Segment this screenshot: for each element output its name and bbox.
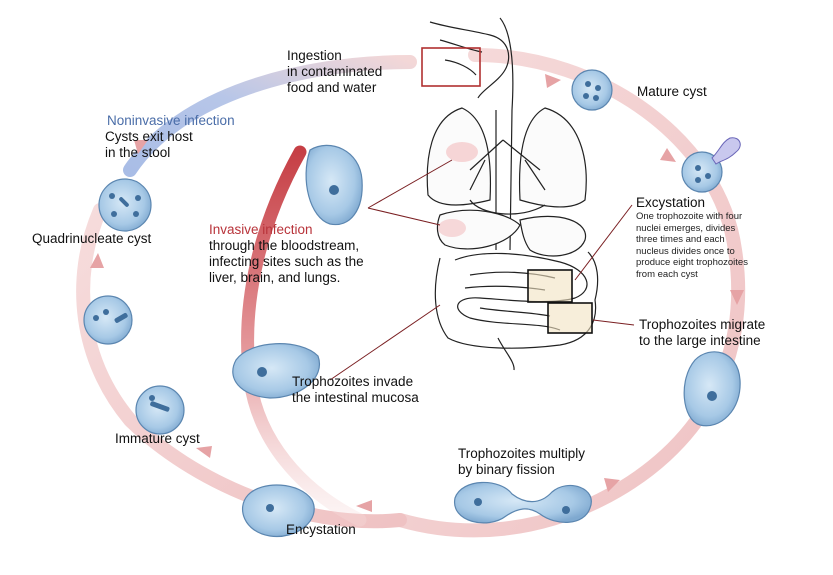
invasive-line-2: infecting sites such as the: [209, 254, 364, 269]
organism-trophozoite-migrating: [683, 351, 741, 427]
invasive-line-1: through the bloodstream,: [209, 238, 360, 253]
lung-infection-spot: [446, 142, 478, 162]
noninvasive-line-1: Cysts exit host: [105, 129, 193, 144]
noninvasive-line-2: in the stool: [105, 145, 171, 160]
noninvasive-body: Cysts exit host in the stool: [105, 129, 193, 161]
organism-quadrinucleate-cyst: [98, 178, 152, 232]
arrow-to-excystation: [660, 148, 676, 162]
stomach: [519, 215, 587, 257]
migrate-line-2: to the large intestine: [639, 333, 761, 348]
organism-invading-trophozoite: [232, 343, 321, 399]
noninvasive-arc: [123, 55, 417, 177]
arrow-to-exit: [134, 140, 148, 154]
arrow-to-encystation: [356, 500, 372, 512]
invade-line-2: the intestinal mucosa: [292, 390, 419, 405]
excystation-line-2: nuclei emerges, divides: [636, 222, 736, 234]
organism-invasive-trophozoite: [305, 144, 363, 226]
organism-encystation: [241, 484, 315, 538]
large-intestine: [434, 251, 599, 349]
multiply-line-1: Trophozoites multiply: [458, 446, 586, 461]
organism-two-nuclei-cyst: [83, 295, 133, 345]
excystation-line-5: produce eight trophozoites: [636, 257, 748, 268]
leader-lines: [329, 159, 635, 381]
invasive-line-3: liver, brain, and lungs.: [209, 270, 341, 285]
ingestion-line-2: in contaminated: [287, 64, 383, 79]
excystation-body: One trophozoite with four nuclei emerges…: [636, 211, 748, 280]
multiply-line-2: by binary fission: [458, 462, 555, 477]
mouth-highlight-box: [421, 47, 481, 87]
encystation-label: Encystation: [286, 522, 356, 537]
arrow-to-quadrinucleate: [90, 253, 104, 268]
right-lung: [518, 107, 587, 208]
excystation-line-4: nucleus divides once to: [636, 245, 735, 257]
organism-excysting: [681, 137, 741, 193]
organism-binary-fission: [454, 481, 592, 524]
arrow-to-fission: [604, 478, 620, 492]
migrate-line-1: Trophozoites migrate: [639, 317, 766, 332]
excystation-title: Excystation: [636, 195, 706, 210]
arrow-to-migration: [730, 290, 744, 305]
noninvasive-title: Noninvasive infection: [107, 113, 235, 128]
large-intestine-highlight-box: [547, 302, 593, 334]
ingestion-label: Ingestion in contaminated food and water: [287, 48, 382, 96]
arrow-to-immature: [196, 446, 212, 458]
arrow-to-mature-cyst: [545, 74, 561, 88]
ingestion-line-1: Ingestion: [287, 48, 342, 63]
excystation-line-3: three times and each: [636, 234, 725, 245]
invade-line-1: Trophozoites invade: [292, 374, 414, 389]
invasive-title: Invasive infection: [209, 222, 313, 237]
small-intestine-highlight-box: [527, 269, 573, 303]
excystation-line-6: from each cyst: [636, 268, 698, 280]
excystation-line-1: One trophozoite with four: [636, 211, 743, 222]
cycle-arrows: [90, 74, 744, 512]
invasive-body: through the bloodstream, infecting sites…: [209, 238, 364, 286]
mature-cyst-label: Mature cyst: [637, 84, 707, 99]
immature-cyst-label: Immature cyst: [115, 431, 200, 446]
organism-immature-cyst: [135, 385, 185, 435]
liver-infection-spot: [438, 219, 466, 237]
quadrinucleate-label: Quadrinucleate cyst: [32, 231, 152, 246]
organism-mature-cyst: [571, 69, 613, 111]
migrate-label: Trophozoites migrate to the large intest…: [639, 317, 765, 349]
invade-label: Trophozoites invade the intestinal mucos…: [292, 374, 419, 406]
multiply-label: Trophozoites multiply by binary fission: [458, 446, 585, 478]
ingestion-line-3: food and water: [287, 80, 377, 95]
